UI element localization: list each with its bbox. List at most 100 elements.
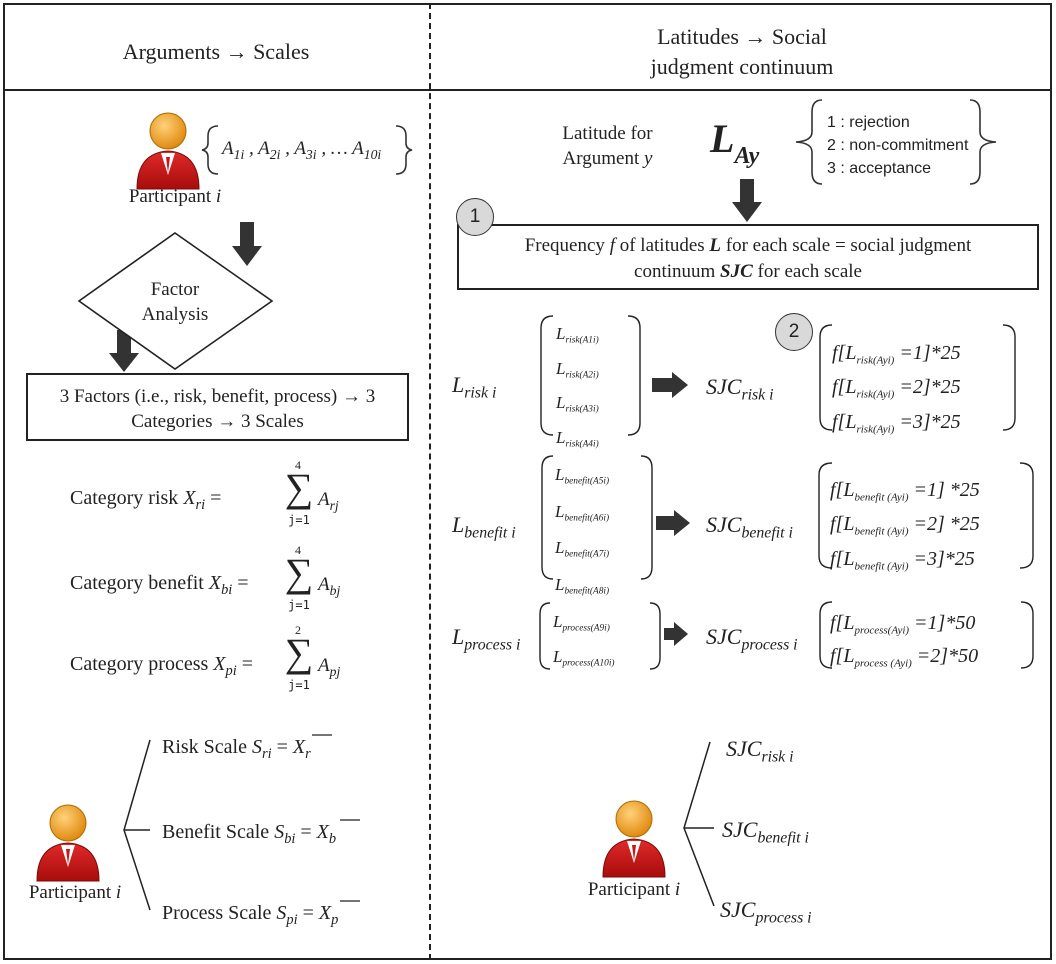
xbar-overlines xyxy=(312,734,360,902)
risk-scale-label: Risk Scale xyxy=(162,736,247,758)
step-badge-2: 2 xyxy=(775,313,813,351)
category-process-label: Category process xyxy=(70,653,209,675)
options-brace xyxy=(795,99,997,185)
right-header-line2: judgment continuum xyxy=(650,54,834,79)
arrow-down-factor xyxy=(109,330,139,372)
freq-var-sjc: SJC xyxy=(720,261,753,282)
latitude-symbol-L: L xyxy=(710,116,735,161)
process-formulas: f[Lprocess(Ayi) =1]*50 f[Lprocess (Ayi) … xyxy=(830,612,979,670)
factor-analysis-label: Factor Analysis xyxy=(115,277,235,327)
L-risk: Lrisk i xyxy=(452,372,497,402)
participant-label-text: Participant xyxy=(128,186,212,207)
participant-label-right-bottom: Participant i xyxy=(574,879,694,901)
L-benefit: Lbenefit i xyxy=(452,512,516,542)
participant-label-right-bottom-text: Participant xyxy=(587,879,671,900)
sum-benefit-sigma: ∑ xyxy=(284,550,314,595)
participant-label-left-bottom: Participant i xyxy=(15,882,135,904)
left-header: Arguments → Scales xyxy=(122,39,310,64)
frequency-box: Frequency f of latitudes L for each scal… xyxy=(457,224,1039,290)
freq-text-d: continuum xyxy=(634,261,716,282)
sum-risk-sigma: ∑ xyxy=(284,465,314,510)
process-items: Lprocess(A9i) Lprocess(A10i) xyxy=(553,612,615,669)
factor-analysis-diamond xyxy=(77,232,274,370)
sum-benefit-term: Abj xyxy=(318,574,341,598)
arrow-right-process xyxy=(664,622,688,646)
latitude-options: 1 : rejection 2 : non-commitment 3 : acc… xyxy=(827,111,968,180)
option-rejection: 1 : rejection xyxy=(827,114,910,131)
factors-box: 3 Factors (i.e., risk, benefit, process)… xyxy=(26,373,409,441)
benefit-items: Lbenefit(A5i) Lbenefit(A6i) Lbenefit(A7i… xyxy=(555,465,610,597)
participant-label-top: Participant i xyxy=(105,186,245,208)
category-benefit: Category benefit Xbi = xyxy=(70,572,249,599)
factor-line1: Factor xyxy=(150,279,200,300)
participant-var: i xyxy=(215,186,222,207)
option-non-commitment: 2 : non-commitment xyxy=(827,137,969,154)
arrow-right-benefit xyxy=(656,510,690,536)
freq-text-b: of latitudes xyxy=(619,235,705,256)
bottom-SJC-benefit: SJCbenefit i xyxy=(722,817,809,847)
participant-icon-top xyxy=(136,112,200,190)
latitude-line2: Argument xyxy=(562,148,640,169)
step-badge-1: 1 xyxy=(456,198,494,236)
process-scale: Process Scale Spi = Xp xyxy=(162,902,339,929)
process-scale-label: Process Scale xyxy=(162,902,272,924)
down-arrows xyxy=(109,179,762,372)
branch-lines xyxy=(123,739,715,911)
matrix-brackets xyxy=(539,315,1034,670)
factors-line2: Categories → 3 Scales xyxy=(131,411,304,432)
sum-risk-upper: 4 xyxy=(295,458,301,472)
category-risk: Category risk Xri = xyxy=(70,487,222,514)
freq-text-c: for each scale = social judgment xyxy=(725,235,972,256)
factor-line2: Analysis xyxy=(141,304,209,325)
participant-icon-right-bottom xyxy=(602,800,666,878)
latitude-line1: Latitude for xyxy=(562,123,653,144)
SJC-process: SJCprocess i xyxy=(706,624,798,654)
latitude-symbol-sub: Ay xyxy=(734,142,760,169)
benefit-formulas: f[Lbenefit (Ayi) =1] *25 f[Lbenefit (Ayi… xyxy=(830,479,980,573)
column-divider xyxy=(429,3,431,960)
factors-line1: 3 Factors (i.e., risk, benefit, process)… xyxy=(59,386,376,407)
SJC-benefit: SJCbenefit i xyxy=(706,512,793,542)
risk-formulas: f[Lrisk(Ayi) =1]*25 f[Lrisk(Ayi) =2]*25 … xyxy=(832,342,961,436)
participant-var-right-bottom: i xyxy=(674,879,681,900)
L-process: Lprocess i xyxy=(452,624,521,654)
option-acceptance: 3 : acceptance xyxy=(827,160,932,177)
category-risk-label: Category risk xyxy=(70,487,179,509)
sum-benefit-upper: 4 xyxy=(295,543,301,557)
right-arrows xyxy=(652,372,690,646)
benefit-scale-label: Benefit Scale xyxy=(162,821,270,843)
benefit-scale: Benefit Scale Sbi = Xb xyxy=(162,821,337,848)
right-header: Latitudes → Social judgment continuum xyxy=(432,22,1052,82)
sum-process-lower: j=1 xyxy=(288,678,310,692)
arrow-right-risk xyxy=(652,372,688,398)
participant-label-left-bottom-text: Participant xyxy=(28,882,112,903)
bottom-SJC-process: SJCprocess i xyxy=(720,897,812,927)
participant-var-left-bottom: i xyxy=(115,882,122,903)
bottom-SJC-risk: SJCrisk i xyxy=(726,736,794,766)
sum-risk-term: Arj xyxy=(318,489,339,513)
participant-icon-left-bottom xyxy=(36,804,100,882)
diagram-frame xyxy=(3,3,1052,960)
latitude-label: Latitude for Argument y xyxy=(545,121,670,171)
latitude-var: y xyxy=(644,148,653,169)
category-process: Category process Xpi = xyxy=(70,653,253,680)
SJC-risk: SJCrisk i xyxy=(706,374,774,404)
freq-text-a: Frequency xyxy=(524,235,605,256)
sum-risk-lower: j=1 xyxy=(288,513,310,527)
sum-process-term: Apj xyxy=(318,655,341,679)
freq-var-f: f xyxy=(609,235,615,256)
freq-text-e: for each scale xyxy=(757,261,862,282)
sum-process-sigma: ∑ xyxy=(284,630,314,675)
sum-process-upper: 2 xyxy=(295,623,301,637)
arrow-down-participant xyxy=(232,222,262,266)
latitude-symbol: LAy xyxy=(710,114,759,181)
arrow-down-latitude xyxy=(732,179,762,222)
arguments-brace xyxy=(201,125,413,175)
right-header-line1: Latitudes → Social xyxy=(657,24,827,49)
risk-scale: Risk Scale Sri = Xr xyxy=(162,736,311,763)
freq-var-L: L xyxy=(709,235,722,256)
sum-benefit-lower: j=1 xyxy=(288,598,310,612)
arguments-list: A1i , A2i , A3i , … A10i xyxy=(222,138,382,162)
header-divider xyxy=(3,89,1052,91)
